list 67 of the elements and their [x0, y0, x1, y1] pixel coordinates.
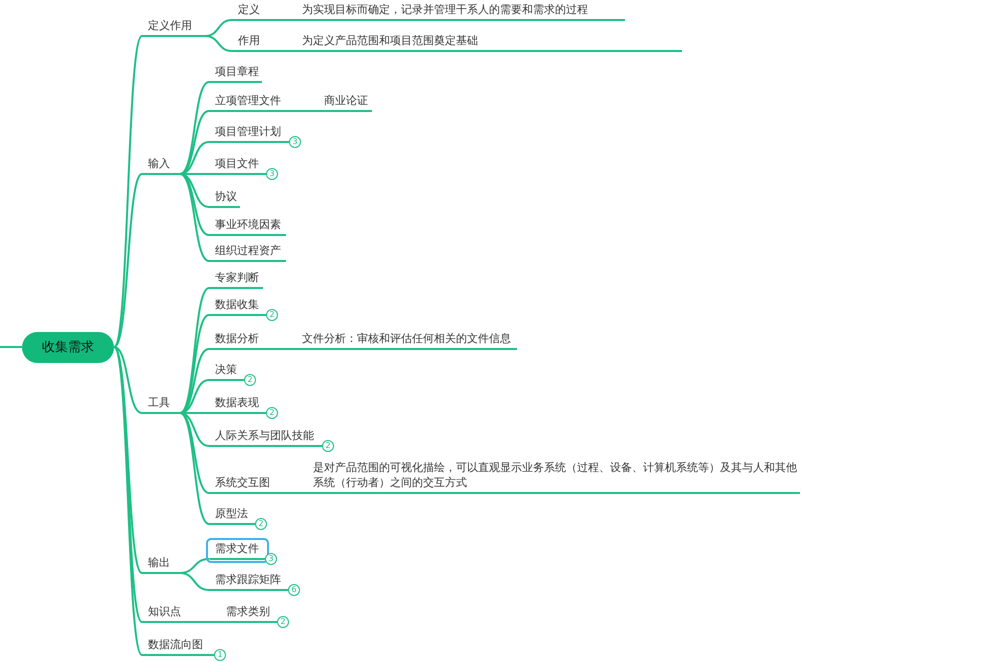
topic-label: 需求文件 [209, 541, 266, 560]
topic-label: 知识点 [142, 604, 198, 623]
count-badge: 6 [288, 584, 300, 596]
branch-line [180, 348, 210, 414]
count-badge: 2 [277, 616, 289, 628]
branch-line [272, 50, 296, 52]
topic-label: 专家判断 [209, 270, 263, 289]
count-badge: 2 [266, 309, 278, 321]
branch-line [180, 173, 210, 236]
branch-line [180, 379, 210, 414]
count-badge: 2 [244, 374, 256, 386]
topic-label: 工具 [142, 395, 180, 414]
topic-label: 组织过程资产 [209, 243, 286, 262]
topic-label: 协议 [209, 189, 240, 208]
branch-line [179, 412, 210, 525]
branch-line [283, 492, 307, 494]
branch-line [204, 35, 232, 52]
count-badge: 2 [322, 440, 334, 452]
topic-label: 系统交互图 [209, 475, 283, 494]
branch-line [180, 314, 210, 414]
topic-label: 项目章程 [209, 64, 262, 83]
topic-label: 是对产品范围的可视化描绘，可以直观显示业务系统（过程、设备、计算机系统等）及其与人和其他系统（行动者）之间的交互方式 [307, 460, 800, 494]
topic-label: 商业论证 [318, 93, 372, 112]
topic-label: 输出 [142, 555, 180, 574]
topic-label: 项目管理计划 [209, 124, 290, 143]
topic-label: 文件分析：审核和评估任何相关的文件信息 [296, 331, 517, 350]
central-topic: 收集需求 [22, 332, 114, 363]
branch-line [272, 19, 296, 21]
count-badge: 2 [255, 518, 267, 530]
topic-label: 数据收集 [209, 297, 267, 316]
count-badge: 3 [289, 136, 301, 148]
branch-line [180, 173, 210, 208]
branch-line [113, 173, 143, 348]
topic-label: 为定义产品范围和项目范围奠定基础 [296, 33, 682, 52]
branch-line [180, 173, 210, 262]
branch-line [198, 621, 220, 623]
branch-line [180, 110, 210, 175]
branch-line [204, 19, 232, 37]
branch-line [180, 412, 210, 447]
count-badge: 3 [265, 553, 277, 565]
branch-line [179, 287, 210, 414]
branch-line [270, 348, 296, 350]
branch-line [180, 141, 210, 175]
topic-label: 为实现目标而确定，记录并管理干系人的需要和需求的过程 [296, 2, 625, 21]
topic-label: 输入 [142, 156, 180, 175]
branch-line [180, 81, 210, 175]
branch-line [292, 110, 318, 112]
branch-line [114, 346, 142, 414]
branch-line [180, 572, 210, 591]
topic-label: 项目文件 [209, 156, 267, 175]
topic-label: 人际关系与团队技能 [209, 428, 323, 447]
branch-line [0, 346, 22, 348]
topic-label: 数据流向图 [142, 637, 215, 656]
topic-label: 定义 [232, 2, 272, 21]
topic-label: 立项管理文件 [209, 93, 292, 112]
count-badge: 3 [266, 168, 278, 180]
topic-label: 作用 [232, 33, 272, 52]
topic-label: 定义作用 [142, 18, 205, 37]
topic-label: 事业环境因素 [209, 217, 286, 236]
topic-label: 数据分析 [209, 331, 270, 350]
topic-label: 需求跟踪矩阵 [209, 572, 289, 591]
branch-line [113, 346, 143, 574]
count-badge: 2 [266, 407, 278, 419]
topic-label: 需求类别 [220, 604, 278, 623]
count-badge: 1 [214, 649, 226, 661]
branch-line [113, 36, 143, 348]
topic-label: 数据表现 [209, 395, 267, 414]
